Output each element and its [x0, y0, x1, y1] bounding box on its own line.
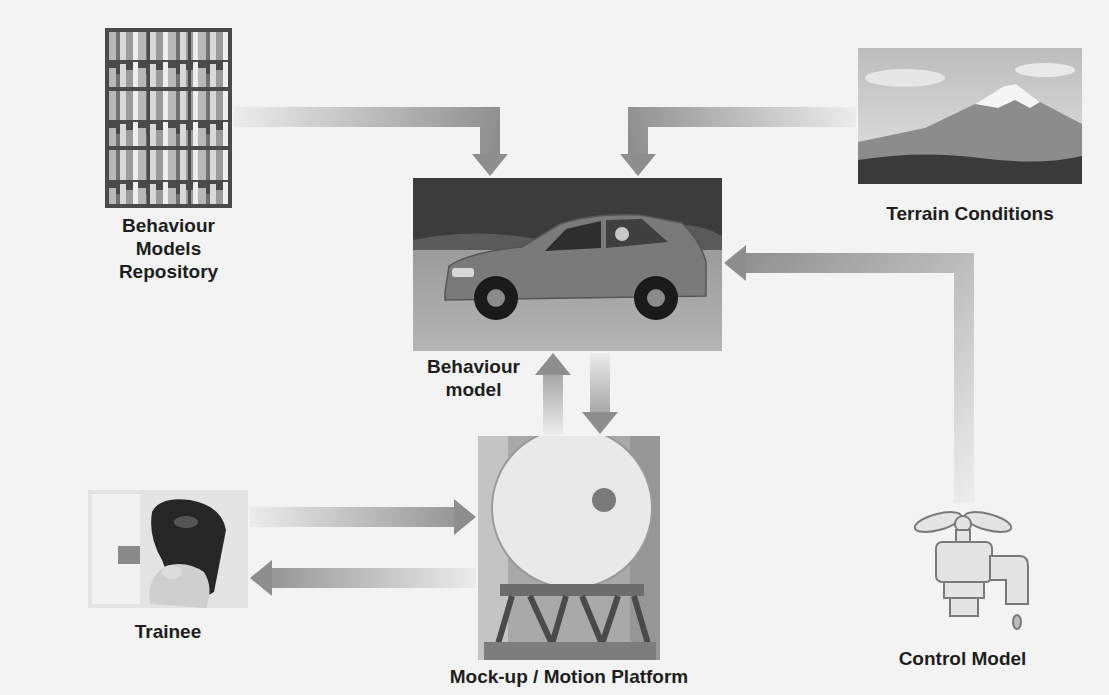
water-drop: [1013, 615, 1021, 629]
hub: [487, 289, 505, 307]
books: [150, 91, 188, 146]
picture-caption: Terrain Conditions: [850, 202, 1090, 225]
picture-caption: Control Model: [873, 647, 1053, 670]
wheel: [634, 276, 678, 320]
picture-node: Behaviour model: [413, 178, 722, 351]
books: [109, 32, 147, 87]
flow-arrow: [250, 560, 476, 596]
books: [191, 150, 228, 204]
arrow-shaft: [638, 117, 856, 155]
terrain-picture: [858, 48, 1082, 184]
books: [191, 91, 228, 146]
books: [150, 32, 188, 87]
leg: [602, 596, 618, 644]
books: [109, 91, 147, 146]
picture-node: Trainee: [88, 490, 248, 608]
arrow-shaft: [271, 568, 476, 588]
road: [413, 178, 722, 351]
arrow-shaft: [234, 117, 490, 155]
picture-node: Control Model: [895, 505, 1030, 635]
cloud: [865, 69, 945, 87]
books: [150, 150, 188, 204]
platform-base: [484, 642, 656, 660]
ground: [858, 154, 1082, 184]
tap-body: [936, 542, 992, 582]
arrow-shaft: [590, 353, 610, 413]
logo: [592, 488, 616, 512]
car-window: [545, 221, 601, 251]
car-picture: [413, 178, 722, 351]
books: [191, 32, 228, 87]
tap-icon: [913, 508, 1028, 629]
picture-caption: Trainee: [88, 620, 248, 643]
arrow-head: [472, 154, 508, 176]
leg: [498, 596, 512, 644]
dome: [492, 436, 652, 588]
headlight: [452, 268, 474, 277]
flow-arrow: [620, 117, 856, 176]
picture-caption: Behaviour Models Repository: [99, 214, 239, 283]
picture-node: Behaviour Models Repository: [105, 28, 232, 208]
trainee-picture: [88, 490, 248, 608]
books: [109, 150, 147, 204]
bookshelf-picture: [105, 28, 232, 208]
car-window: [606, 219, 668, 248]
picture-node: Terrain Conditions: [858, 48, 1082, 184]
arrow-shaft: [543, 374, 563, 434]
joystick-button: [174, 516, 198, 528]
shelf-frame: [105, 28, 232, 208]
backdrop: [88, 490, 248, 608]
driver: [615, 227, 629, 241]
snow-cap: [975, 84, 1040, 108]
sky: [858, 48, 1082, 184]
flow-arrow: [724, 245, 964, 503]
display: [118, 546, 140, 564]
leg: [552, 596, 566, 644]
picture-caption: Behaviour model: [409, 355, 539, 401]
flow-arrow: [535, 353, 571, 434]
arrow-head: [620, 154, 656, 176]
picture-caption: Mock-up / Motion Platform: [409, 665, 729, 688]
arrow-head: [582, 412, 618, 434]
flow-arrow: [582, 353, 618, 434]
arrow-head: [454, 499, 476, 535]
hexapod-legs: [498, 596, 648, 644]
panel: [92, 494, 140, 604]
platform-deck: [500, 584, 644, 596]
motion-platform-picture: [478, 436, 660, 660]
arrow-head: [250, 560, 272, 596]
leg: [530, 596, 552, 644]
flow-arrow: [250, 499, 476, 535]
hand: [149, 564, 209, 608]
arrow-shaft: [745, 263, 964, 503]
arrow-head: [724, 245, 746, 281]
thumb: [162, 565, 182, 579]
arrow-shaft: [250, 507, 455, 527]
arrow-head: [535, 353, 571, 375]
tap-nut: [944, 582, 984, 598]
cloud: [1015, 63, 1075, 77]
leg: [582, 596, 602, 644]
flow-arrow: [234, 117, 508, 176]
tap-pipe: [950, 598, 978, 616]
picture-node: Mock-up / Motion Platform: [478, 436, 660, 660]
leg: [634, 596, 648, 644]
mountain: [858, 84, 1082, 184]
hub: [647, 289, 665, 307]
tap-spout: [990, 556, 1028, 604]
wheel: [474, 276, 518, 320]
